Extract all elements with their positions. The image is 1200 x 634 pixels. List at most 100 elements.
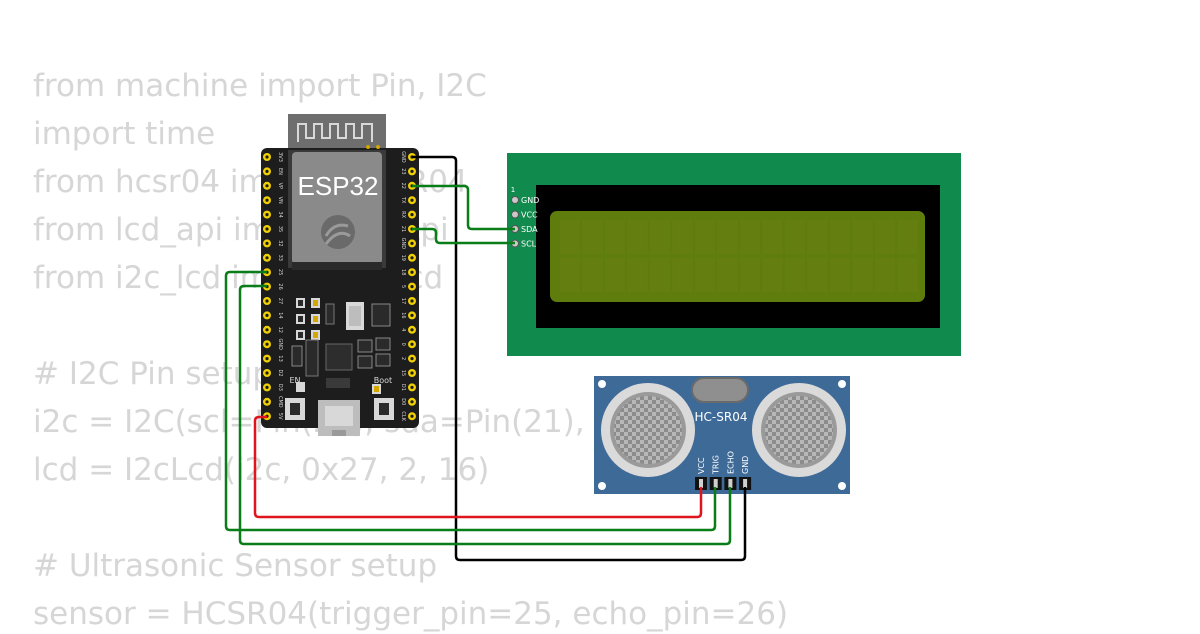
usb-port[interactable] xyxy=(318,400,360,436)
lcd-cell xyxy=(582,220,603,254)
transmitter-icon xyxy=(601,383,695,477)
esp32-pin-label: D2 xyxy=(277,369,283,376)
sensor-pin[interactable] xyxy=(699,479,703,488)
code-line: lcd = I2cLcd(i2c, 0x27, 2, 16) xyxy=(33,452,490,488)
lcd-cell xyxy=(852,220,873,254)
lcd-cell xyxy=(605,220,625,254)
sensor-pin-label: VCC xyxy=(697,457,706,474)
esp32-label: ESP32 xyxy=(298,171,379,201)
esp32-shield xyxy=(292,152,382,264)
esp32-pin-label: 17 xyxy=(400,298,406,304)
esp32-pin-label: D1 xyxy=(400,384,406,391)
wire-gnd[interactable] xyxy=(412,155,747,562)
esp32-pin-label: VP xyxy=(277,183,283,189)
lcd-pin-label: GND xyxy=(521,196,539,205)
lcd-cell xyxy=(807,258,828,292)
espressif-logo-icon xyxy=(321,215,355,249)
esp32-pin-label: D3 xyxy=(277,384,283,391)
crystal-oscillator xyxy=(691,377,749,403)
esp32-pin-label: 27 xyxy=(277,298,283,304)
esp32-pin-label: GND xyxy=(400,238,406,250)
sensor-pin[interactable] xyxy=(743,479,748,488)
sensor-pin[interactable] xyxy=(728,479,733,488)
lcd-cell xyxy=(695,220,715,254)
smd-components xyxy=(291,298,391,394)
lcd-pin[interactable] xyxy=(511,196,519,204)
receiver-icon xyxy=(752,383,846,477)
esp32-pin-label: 21 xyxy=(400,226,406,232)
sensor-pin[interactable] xyxy=(713,479,718,488)
esp32-pin-label: 26 xyxy=(277,283,283,289)
boot-button[interactable] xyxy=(374,398,394,420)
esp32-pin-label: 12 xyxy=(277,327,283,333)
lcd-cell xyxy=(785,258,805,292)
lcd-cell xyxy=(897,220,918,254)
esp32-pin-label: 33 xyxy=(277,255,283,261)
esp32-pin-label: CMD xyxy=(277,396,283,408)
boot-button-label: Boot xyxy=(374,376,392,385)
esp32-pin-label: TX xyxy=(400,196,406,204)
esp32-pin-label: 25 xyxy=(277,269,283,275)
en-button[interactable] xyxy=(285,398,305,420)
esp32-pin-label: RX xyxy=(400,211,406,218)
wire-scl[interactable] xyxy=(412,227,515,245)
esp32-pin-label: GND xyxy=(400,151,406,163)
wire-sda[interactable] xyxy=(412,184,515,231)
esp32-pin-label: 0 xyxy=(400,343,406,346)
code-line: import time xyxy=(33,116,216,152)
lcd-cell xyxy=(740,220,760,254)
wire-vcc[interactable] xyxy=(253,415,703,519)
esp32-pin-label: 16 xyxy=(400,312,406,318)
esp32-pin-label: 34 xyxy=(277,211,283,217)
sensor-label: HC-SR04 xyxy=(695,410,748,424)
lcd-cell xyxy=(785,220,805,254)
wire-echo[interactable] xyxy=(238,284,732,546)
esp32-pin-label: VN xyxy=(277,197,283,204)
lcd-cell xyxy=(875,258,895,292)
code-line: from machine import Pin, I2C xyxy=(33,68,487,104)
esp32-pin-label: 4 xyxy=(400,328,406,331)
lcd-cell xyxy=(560,258,580,292)
sensor-pin-label: GND xyxy=(741,456,750,474)
esp32-pin-label: GND xyxy=(277,338,283,350)
lcd-cell xyxy=(875,220,895,254)
esp32-pin-label: 19 xyxy=(400,255,406,261)
lcd-cell xyxy=(807,220,828,254)
esp32-pin-label: 35 xyxy=(277,226,283,232)
antenna-trace xyxy=(297,123,373,142)
en-button-label: EN xyxy=(289,376,300,385)
esp32-pin-label: 32 xyxy=(277,240,283,246)
lcd-pin-label: SDA xyxy=(521,225,538,234)
lcd-cell xyxy=(672,258,693,292)
code-line: sensor = HCSR04(trigger_pin=25, echo_pin… xyxy=(33,596,789,632)
lcd-cell xyxy=(740,258,760,292)
lcd-cell xyxy=(830,220,850,254)
lcd-pin-label: SCL xyxy=(521,240,537,249)
esp32-pin-label: 2 xyxy=(400,357,406,360)
wire-trig[interactable] xyxy=(224,270,717,532)
esp32-pin-label: 22 xyxy=(400,183,406,189)
esp32-pin-label: 13 xyxy=(277,355,283,361)
lcd-cell xyxy=(672,220,693,254)
lcd-cell xyxy=(762,258,783,292)
lcd-pin1-marker: 1 xyxy=(511,186,515,194)
sensor-pin-label: TRIG xyxy=(712,455,721,475)
lcd-cell xyxy=(695,258,715,292)
lcd-cell xyxy=(627,220,648,254)
esp32-pin-label: EN xyxy=(277,168,283,175)
lcd-cell xyxy=(717,258,738,292)
esp32-pin-label: D0 xyxy=(400,398,406,405)
lcd-cell xyxy=(830,258,850,292)
esp32-pin-label: 23 xyxy=(400,168,406,174)
esp32-board[interactable]: ESP32 xyxy=(261,114,419,436)
lcd-pin[interactable] xyxy=(511,210,519,219)
lcd-cell xyxy=(897,258,918,292)
esp32-pin-label: 18 xyxy=(400,269,406,275)
esp32-pin-label: 3V3 xyxy=(277,152,283,162)
